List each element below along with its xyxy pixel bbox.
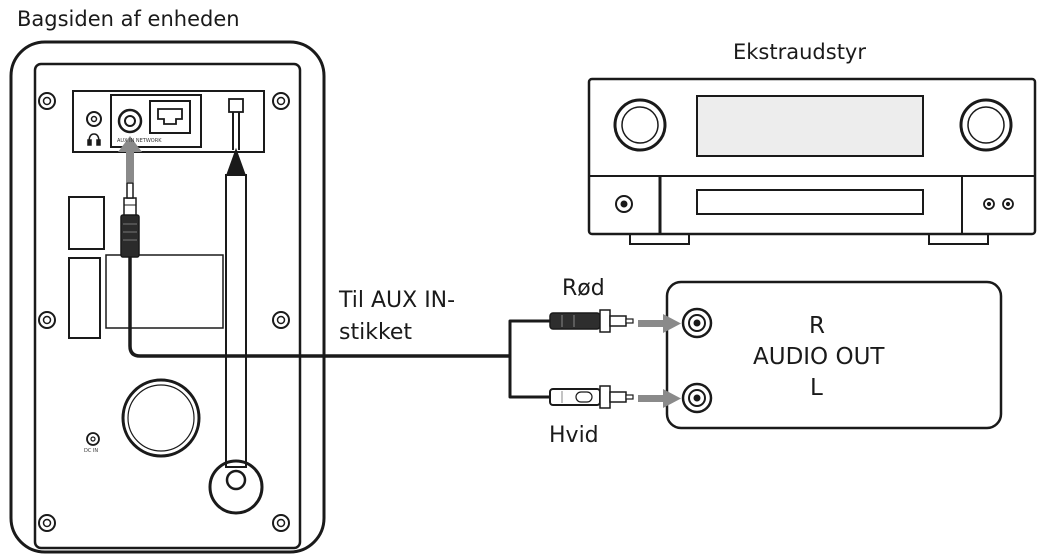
aux-label-line1: Til AUX IN-: [339, 288, 456, 313]
aux-label-line2: stikket: [339, 320, 413, 345]
port-frame: [110, 94, 202, 148]
unit-outer-casing: [9, 40, 326, 554]
port-caption: AUX IN NETWORK: [117, 138, 162, 144]
headphone-symbol: Ω: [91, 130, 92, 131]
speaker-port: [121, 378, 201, 458]
unit-back-title: Bagsiden af enheden: [17, 7, 240, 31]
channel-r-label: R: [809, 313, 825, 339]
screw: [272, 514, 290, 532]
disc-tray: [696, 189, 924, 215]
equipment-foot: [928, 233, 989, 245]
audio-out-box: [665, 280, 1003, 430]
dc-in-jack: [86, 432, 100, 446]
aux-in-jack: [117, 108, 143, 134]
cable-split-red: [508, 319, 552, 356]
rca-jack-left: [681, 382, 713, 414]
screw: [272, 92, 290, 110]
rca-plug-white: [549, 385, 634, 409]
cable-split-white: [508, 356, 552, 399]
volume-knob: [613, 98, 667, 152]
screw: [38, 92, 56, 110]
insert-arrows: [118, 136, 681, 408]
label-panel: [105, 254, 224, 329]
arrow-right-icon: [638, 314, 681, 333]
audio-cable: [128, 255, 552, 399]
rca-jack-right: [681, 307, 713, 339]
front-jacks: [983, 198, 1014, 210]
telescopic-antenna: [208, 112, 264, 515]
unit-inner-panel: [33, 62, 302, 550]
screw: [272, 311, 290, 329]
dc-in-caption: DC IN: [84, 448, 99, 454]
external-equipment-title: Ekstraudstyr: [733, 40, 866, 64]
channel-l-label: L: [810, 375, 823, 401]
rca-plug-red: [549, 309, 634, 333]
unit-back-panel: [9, 40, 326, 554]
external-equipment: [587, 77, 1037, 245]
arrow-right-icon: [638, 389, 681, 408]
aux-plug: [120, 182, 140, 258]
display-screen: [696, 95, 924, 157]
side-slot-lower: [68, 257, 101, 339]
network-port: [149, 100, 191, 134]
arrow-up-icon: [118, 136, 142, 182]
white-plug-label: Hvid: [549, 423, 599, 448]
cable-main: [128, 255, 510, 358]
screw: [38, 514, 56, 532]
tuning-knob: [959, 98, 1013, 152]
headphone-icon: [87, 133, 101, 146]
audio-out-label: AUDIO OUT: [753, 344, 885, 370]
antenna-mount: [228, 98, 244, 113]
screw: [38, 311, 56, 329]
equipment-foot: [629, 233, 690, 245]
connector-strip: [72, 90, 265, 153]
red-plug-label: Rød: [562, 276, 605, 301]
side-slot-upper: [68, 196, 105, 250]
headphone-jack: [86, 111, 102, 127]
equipment-body: [587, 77, 1037, 236]
power-button: [615, 195, 633, 213]
